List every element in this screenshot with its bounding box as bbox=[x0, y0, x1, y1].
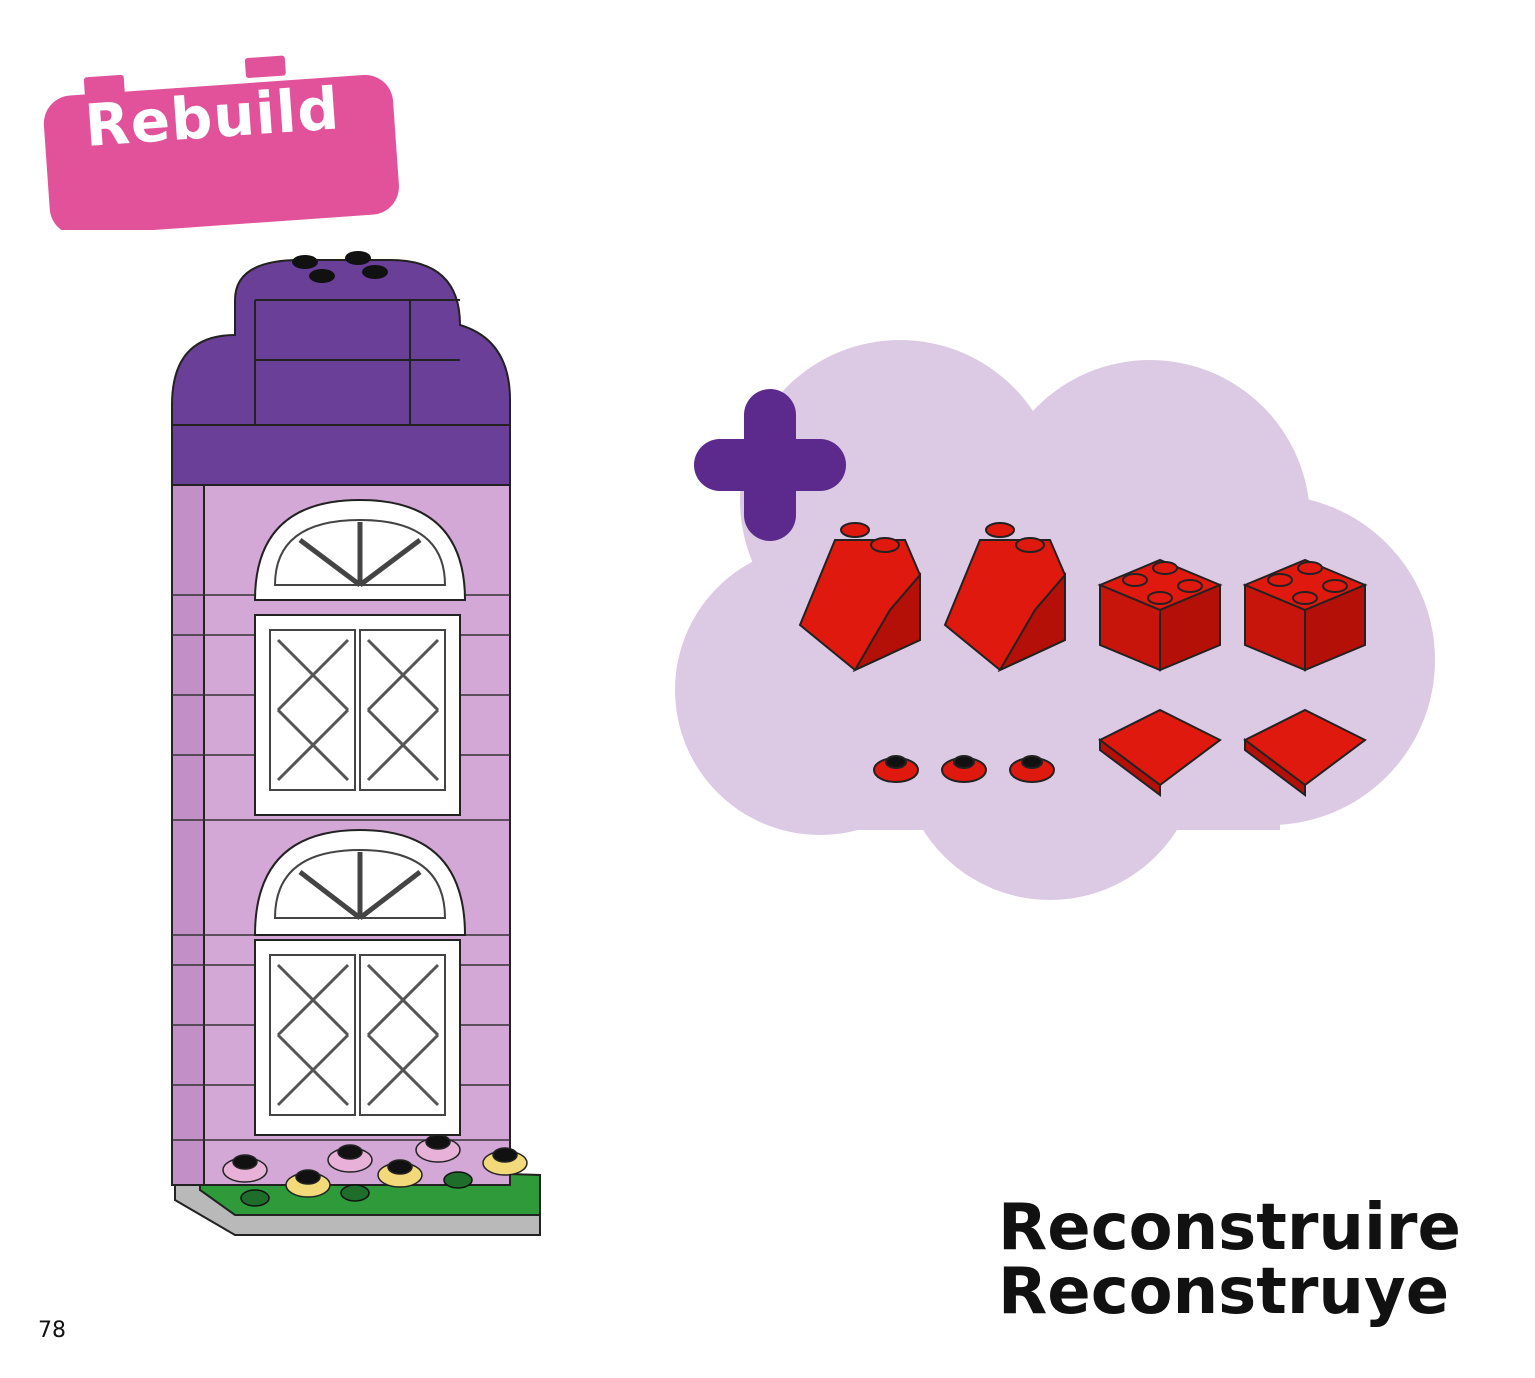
caption-line-spanish: Reconstruye bbox=[998, 1255, 1450, 1329]
lego-building-illustration bbox=[171, 251, 541, 1236]
added-parts-bubble bbox=[675, 340, 1435, 900]
rebuild-badge bbox=[43, 55, 399, 230]
plus-icon bbox=[694, 389, 846, 541]
caption-line-french: Reconstruire bbox=[998, 1191, 1461, 1265]
page-number: 78 bbox=[38, 1318, 66, 1343]
caption: Reconstruire Reconstruye bbox=[998, 1196, 1461, 1324]
